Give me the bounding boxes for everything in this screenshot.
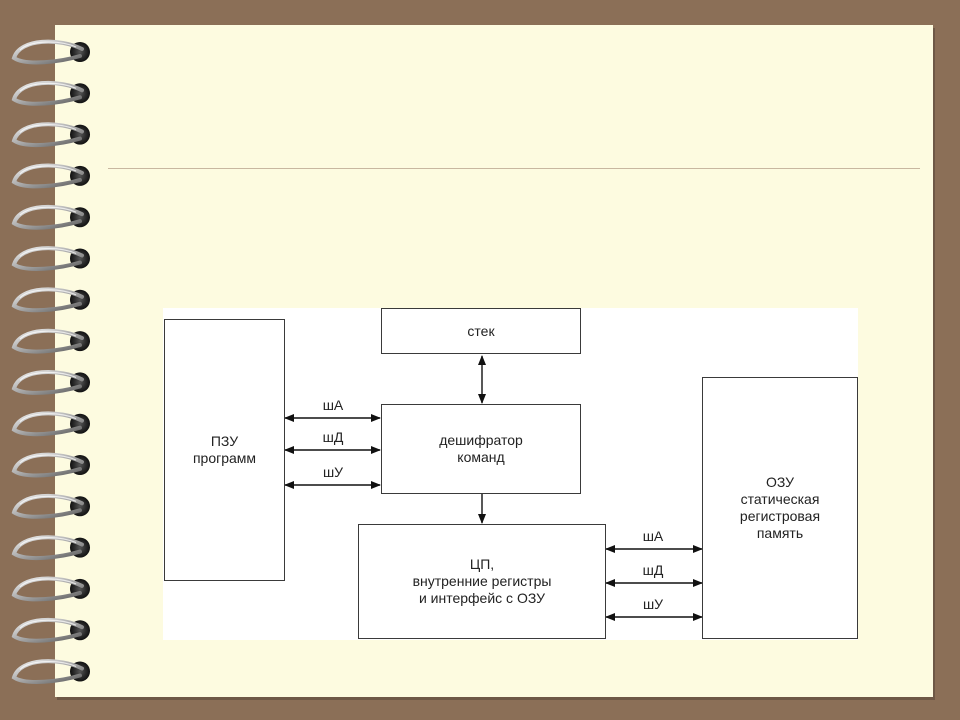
stack-block: стек	[381, 308, 581, 354]
cpu-block: ЦП, внутренние регистры и интерфейс с ОЗ…	[358, 524, 606, 639]
spiral-binding	[11, 39, 90, 684]
spiral-ring-icon	[11, 328, 90, 354]
left-bus-u-label: шУ	[322, 464, 344, 480]
rom-block: ПЗУ программ	[164, 319, 285, 581]
left-bus-d-label: шД	[322, 429, 344, 445]
right-bus-d-label: шД	[642, 562, 664, 578]
spiral-ring-icon	[11, 287, 90, 313]
left-bus-a-label: шА	[322, 397, 344, 413]
spiral-ring-icon	[11, 493, 90, 519]
spiral-ring-icon	[11, 617, 90, 643]
spiral-ring-icon	[11, 535, 90, 561]
spiral-ring-icon	[11, 246, 90, 271]
spiral-ring-icon	[11, 576, 90, 602]
spiral-ring-icon	[11, 80, 90, 106]
spiral-ring-icon	[11, 122, 90, 148]
spiral-ring-icon	[11, 163, 90, 189]
spiral-ring-icon	[11, 411, 90, 437]
ram-block: ОЗУ статическая регистровая память	[702, 377, 858, 639]
spiral-ring-icon	[11, 659, 90, 684]
block-diagram: ПЗУ программ стек дешифратор команд ЦП, …	[163, 308, 858, 640]
title-rule-line	[108, 168, 920, 169]
right-bus-a-label: шА	[642, 528, 664, 544]
right-bus-u-label: шУ	[642, 596, 664, 612]
decoder-block: дешифратор команд	[381, 404, 581, 494]
spiral-ring-icon	[11, 370, 90, 395]
spiral-ring-icon	[11, 452, 90, 478]
diagram-connections	[284, 355, 703, 621]
spiral-ring-icon	[11, 204, 90, 230]
spiral-ring-icon	[11, 39, 90, 65]
